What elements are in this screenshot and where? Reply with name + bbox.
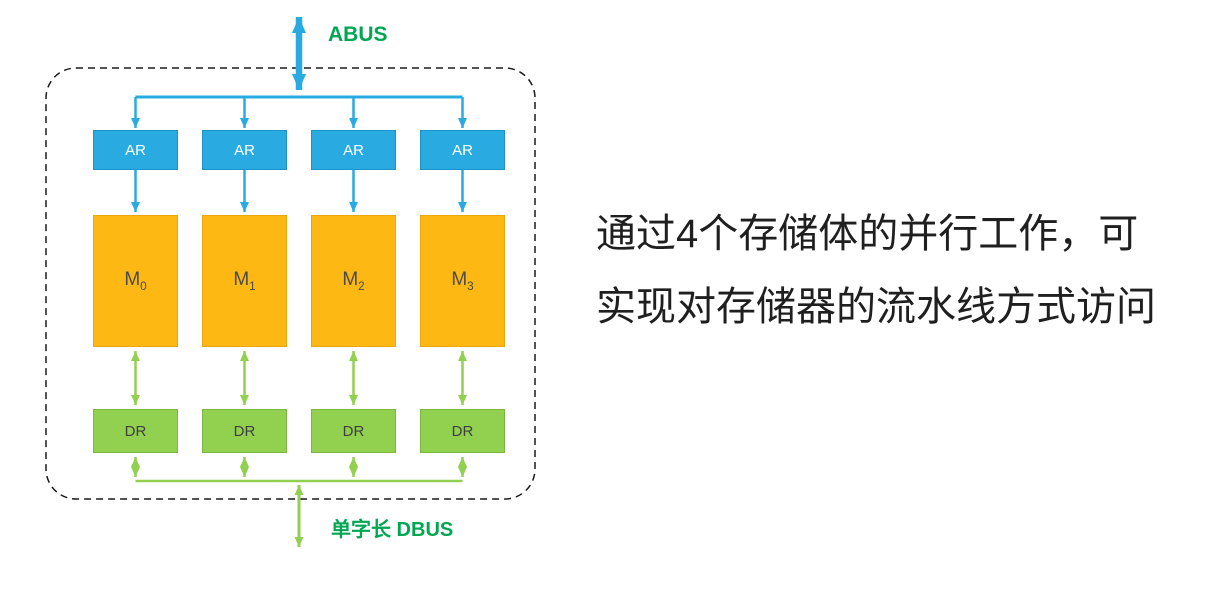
caption-line-2: 实现对存储器的流水线方式访问	[596, 285, 1156, 329]
data-register-label: DR	[451, 422, 474, 440]
data-register-box: DR	[202, 409, 287, 453]
memory-module-boundary	[45, 67, 536, 500]
address-register-box: AR	[311, 130, 396, 170]
address-register-label: AR	[234, 141, 255, 159]
address-register-label: AR	[343, 141, 364, 159]
memory-bank-label: M3	[451, 269, 474, 293]
caption-line-1: 通过4个存储体的并行工作，可	[596, 212, 1139, 256]
data-register-label: DR	[233, 422, 256, 440]
memory-bank-box: M2	[311, 215, 396, 347]
address-register-box: AR	[93, 130, 178, 170]
memory-bank-label: M0	[124, 269, 147, 293]
data-register-label: DR	[342, 422, 365, 440]
dbus-label: 单字长 DBUS	[331, 519, 454, 541]
data-register-box: DR	[311, 409, 396, 453]
data-register-box: DR	[420, 409, 505, 453]
memory-bank-box: M0	[93, 215, 178, 347]
abus-label: ABUS	[328, 23, 388, 46]
address-register-box: AR	[202, 130, 287, 170]
memory-bank-label: M2	[342, 269, 365, 293]
memory-bank-label: M1	[233, 269, 256, 293]
data-register-box: DR	[93, 409, 178, 453]
memory-bank-box: M3	[420, 215, 505, 347]
memory-bank-box: M1	[202, 215, 287, 347]
address-register-box: AR	[420, 130, 505, 170]
caption-text: 通过4个存储体的并行工作，可 实现对存储器的流水线方式访问	[596, 198, 1156, 344]
address-register-label: AR	[452, 141, 473, 159]
address-register-label: AR	[125, 141, 146, 159]
data-register-label: DR	[124, 422, 147, 440]
